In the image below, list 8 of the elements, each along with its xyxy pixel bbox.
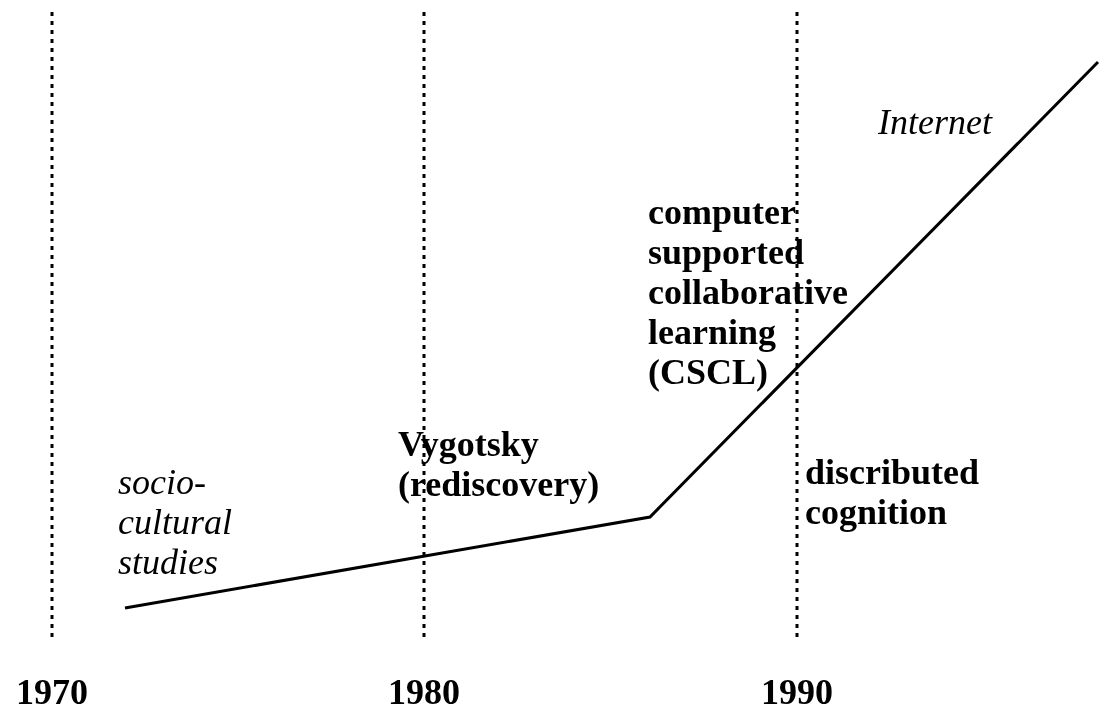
year-label: 1990 bbox=[761, 672, 833, 712]
era-label: Internet bbox=[878, 102, 992, 142]
era-label: computer supported collaborative learning (CSCL) bbox=[648, 192, 848, 392]
era-label: discributed cognition bbox=[805, 452, 980, 532]
year-label: 1980 bbox=[388, 672, 460, 712]
year-label: 1970 bbox=[16, 672, 88, 712]
era-label: Vygotsky (rediscovery) bbox=[398, 424, 600, 504]
era-label: socio-cultural studies bbox=[118, 462, 232, 582]
